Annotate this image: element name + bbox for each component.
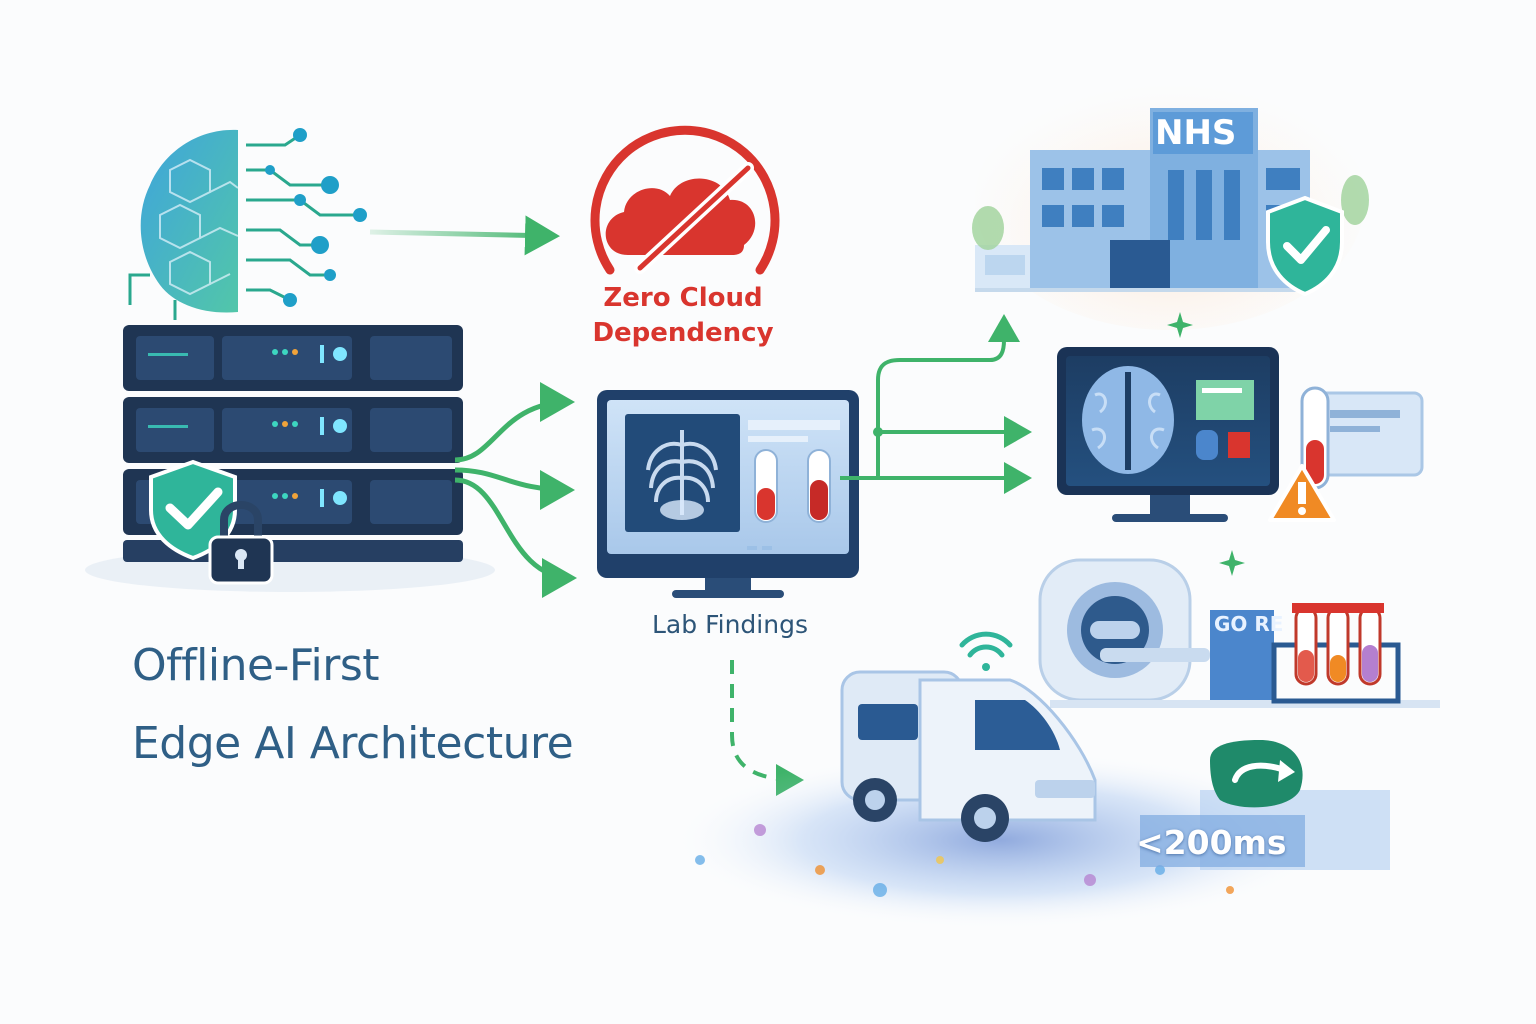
warning-icon	[1268, 464, 1336, 522]
lab-to-services-arrows	[840, 314, 1032, 494]
shield-check-icon	[1266, 195, 1344, 297]
page-title-line1: Offline-First	[132, 640, 380, 691]
sparkle-icon	[1167, 312, 1193, 338]
mri-scanner-icon	[1038, 558, 1440, 708]
zero-cloud-label-line1: Zero Cloud	[603, 283, 763, 313]
page-title-line2: Edge AI Architecture	[132, 718, 574, 769]
field-glow	[670, 750, 1330, 930]
latency-label: <200ms	[1136, 823, 1287, 862]
no-cloud-icon	[590, 125, 780, 275]
test-tubes-icon	[1210, 603, 1401, 704]
brain-scan-monitor-icon	[1057, 347, 1424, 522]
latency-badge	[1140, 740, 1390, 870]
monitor-xray-icon	[597, 390, 859, 598]
padlock-icon	[208, 501, 274, 585]
test-tube-pair	[754, 449, 831, 523]
server-to-lab-arrows	[454, 382, 577, 598]
zero-cloud-label-line2: Dependency	[592, 318, 774, 348]
analyzer-label: GO RE	[1214, 612, 1284, 636]
server-rack-icon	[85, 325, 495, 592]
wifi-icon	[959, 631, 1013, 671]
shield-check-icon	[149, 459, 237, 561]
sparkle-icon	[1219, 550, 1245, 576]
hospital-sign: NHS	[1155, 113, 1237, 153]
ambulance-icon	[840, 670, 1097, 842]
field-particles	[695, 824, 1234, 897]
dashed-arrow-to-field	[730, 660, 804, 796]
arrow-to-cloud	[369, 215, 560, 256]
brain-circuit-icon	[128, 128, 367, 320]
lab-findings-label: Lab Findings	[652, 610, 808, 639]
